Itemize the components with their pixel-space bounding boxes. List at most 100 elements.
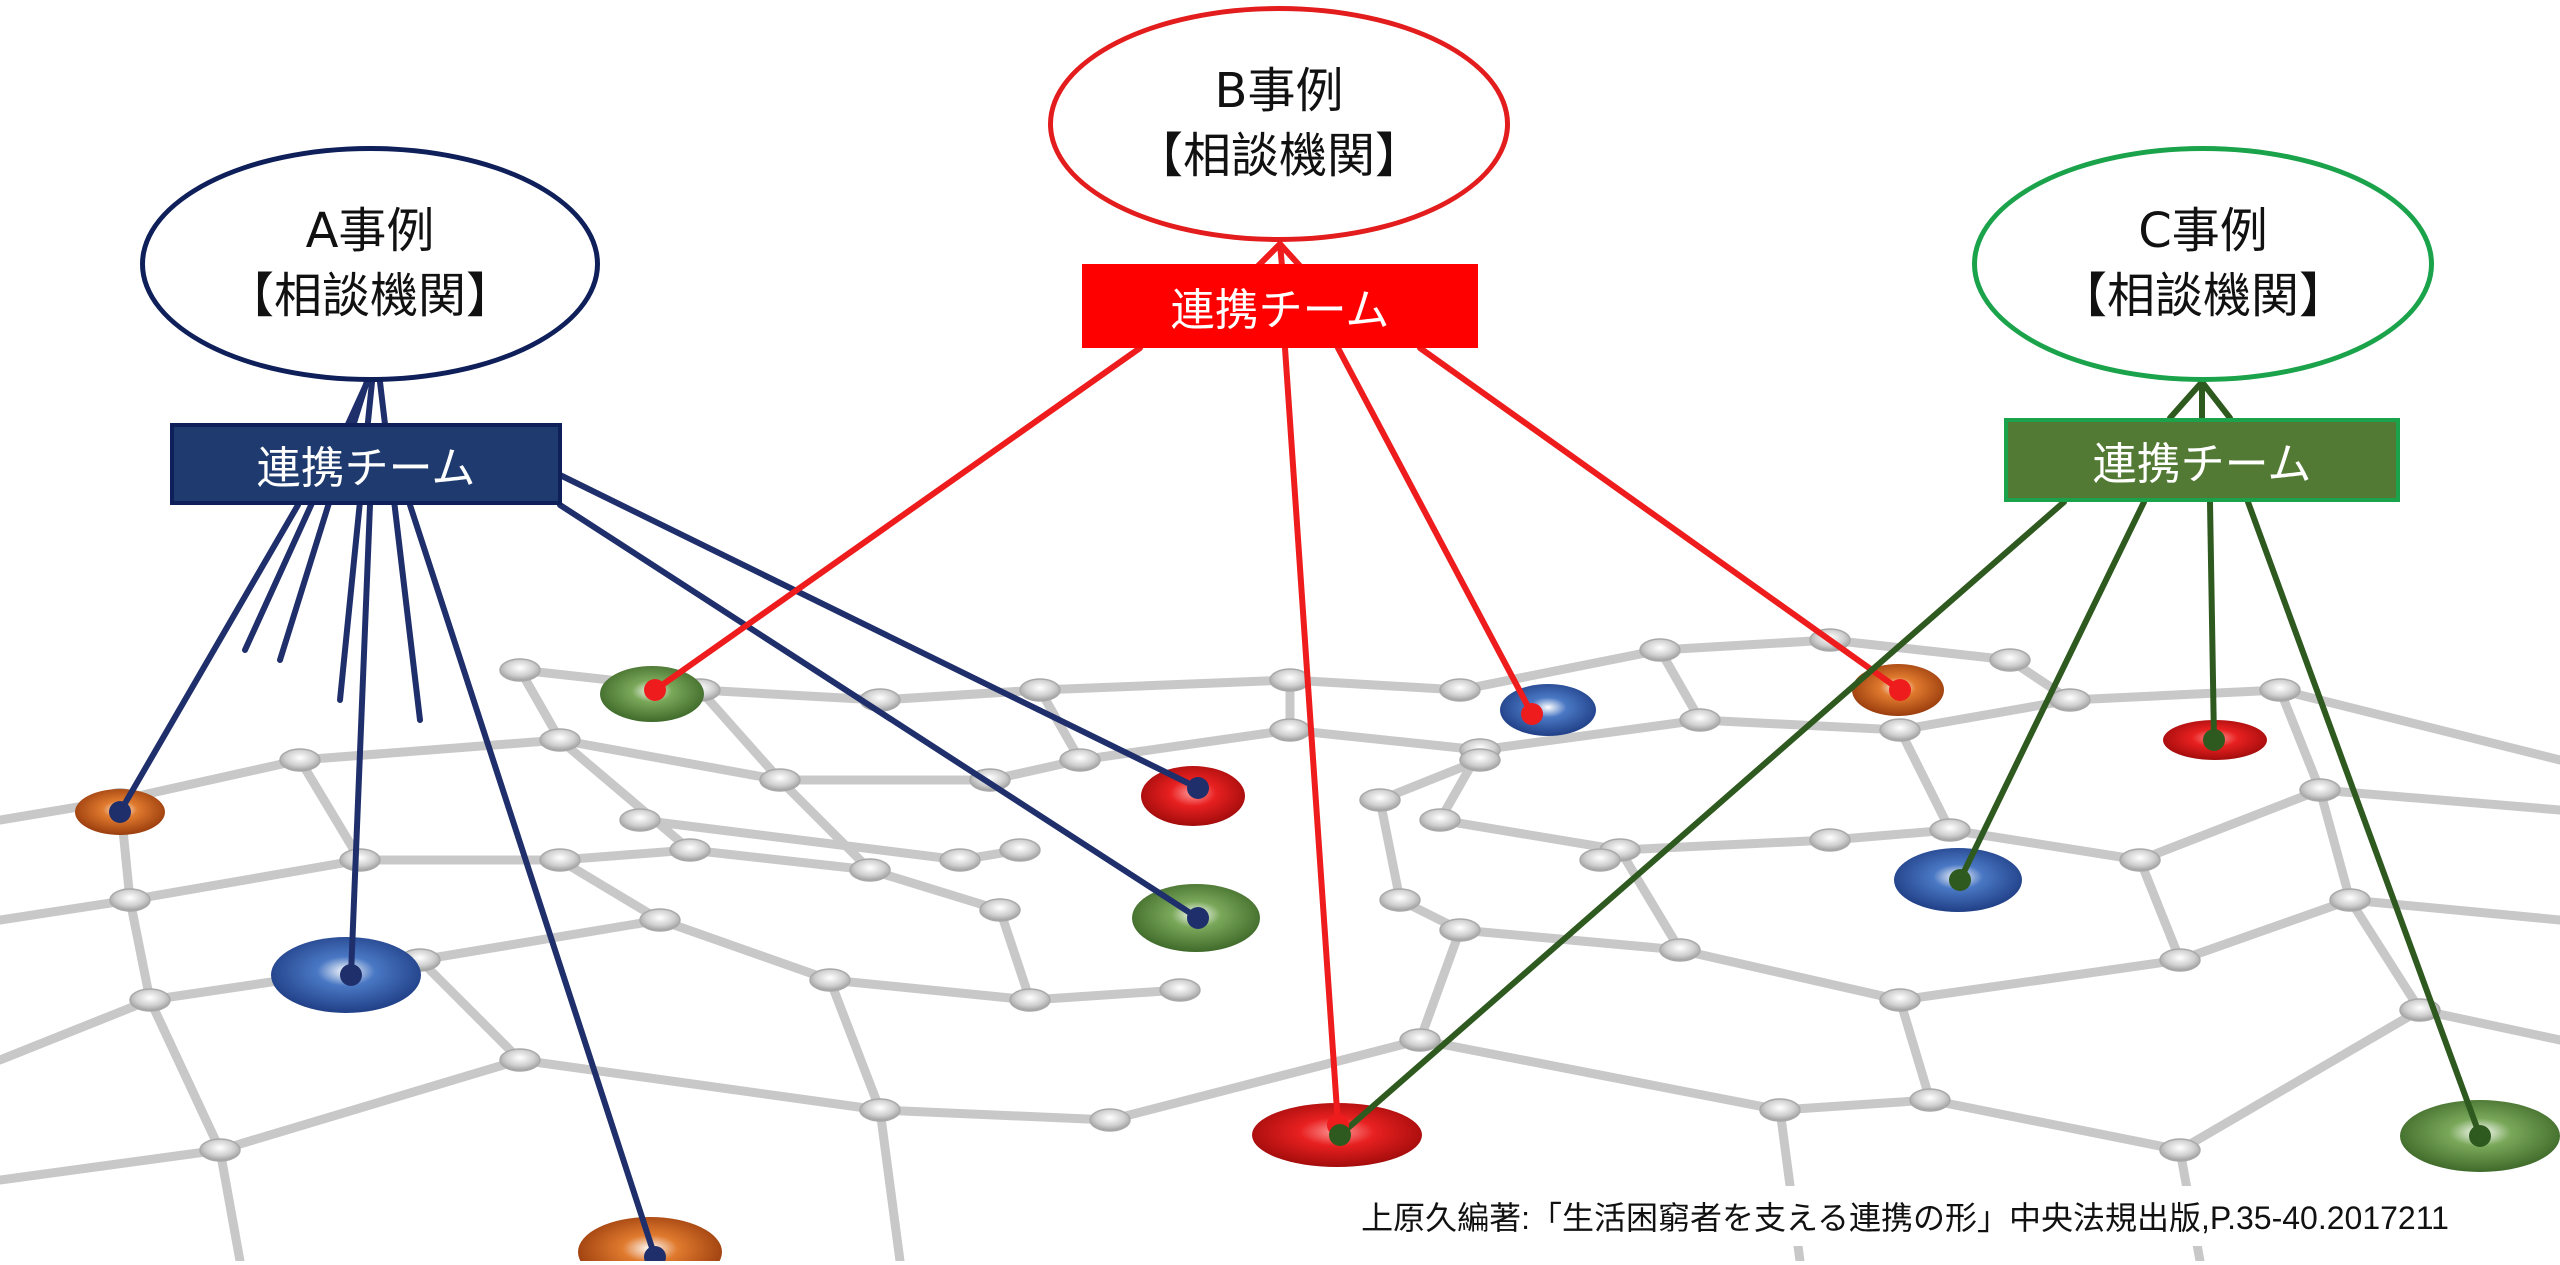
lattice-joint [1989, 648, 2031, 672]
link-endpoint-dot [1889, 679, 1911, 701]
lattice-bond [1075, 725, 1295, 765]
lattice-joint [639, 908, 681, 932]
lattice-joint [759, 768, 801, 792]
link-endpoint-dot [1329, 1124, 1351, 1146]
lattice-bond [865, 865, 1005, 915]
lattice-joint [539, 728, 581, 752]
lattice-bond [1825, 635, 2015, 665]
lattice-bond [1775, 1095, 1935, 1115]
lattice-bond [2345, 895, 2425, 1015]
lattice-bond [1285, 675, 1465, 695]
lattice-bond [1895, 995, 1935, 1105]
lattice-bond [875, 1105, 905, 1265]
link-endpoint-dot [109, 801, 131, 823]
lattice-joint [619, 808, 661, 832]
lattice-joint [2299, 778, 2341, 802]
lattice-bond [655, 915, 835, 985]
lattice-bond [555, 855, 665, 925]
lattice-joint [2159, 948, 2201, 972]
lattice-bond [1435, 815, 1625, 855]
lattice-joint [2159, 1138, 2201, 1162]
lattice-joint [2049, 688, 2091, 712]
lattice-joint [1269, 718, 1311, 742]
case-c-ellipse: C事例 【相談機関】 [1972, 146, 2434, 382]
background-molecule-lattice [0, 635, 2560, 1265]
lattice-bond [2065, 685, 2285, 705]
lattice-bond [2175, 1005, 2425, 1155]
case-a-subtitle: 【相談機関】 [225, 268, 514, 324]
citation-text: 上原久編著:「生活困窮者を支える連携の形」中央法規出版,P.35-40.2017… [1250, 1186, 2560, 1246]
team-link-line [557, 502, 1201, 921]
lattice-joint [1439, 918, 1481, 942]
lattice-bond [415, 915, 665, 965]
lattice-joint [1359, 788, 1401, 812]
lattice-bond [555, 735, 785, 785]
lattice-bond [2275, 685, 2560, 765]
lattice-bond [555, 845, 695, 865]
lattice-joint [1879, 718, 1921, 742]
lattice-bond [0, 895, 135, 925]
link-endpoint-dot [340, 964, 362, 986]
lattice-bond [1415, 1035, 1785, 1115]
team-link-line [1335, 345, 1535, 717]
lattice-bond [115, 755, 305, 805]
lattice-bond [2135, 855, 2185, 965]
team-link-line [1255, 241, 1283, 269]
lattice-joint [499, 658, 541, 682]
case-b-title: B事例 [1214, 63, 1344, 120]
lattice-bond [295, 755, 365, 865]
team-link-line [1337, 499, 2067, 1138]
lattice-bond [0, 995, 155, 1065]
lattice-bond [1655, 645, 1705, 725]
team-link-line [1957, 499, 2147, 883]
lattice-bond [125, 895, 155, 1005]
case-a-title: A事例 [305, 203, 435, 260]
lattice-joint [939, 848, 981, 872]
lattice-joint [1019, 678, 1061, 702]
lattice-joint [2329, 888, 2371, 912]
lattice-bond [415, 955, 525, 1065]
lattice-bond [215, 1055, 525, 1155]
case-b-ellipse: B事例 【相談機関】 [1048, 6, 1510, 242]
lattice-bond [1675, 945, 1905, 1005]
lattice-joint [129, 988, 171, 1012]
lattice-bond [775, 775, 875, 875]
lattice-joint [1909, 1088, 1951, 1112]
lattice-bond [695, 685, 885, 705]
member-nodes [109, 241, 2491, 1265]
lattice-joint [1379, 888, 1421, 912]
team-link-line [1282, 345, 1341, 1128]
node-blue [1500, 684, 1596, 736]
lattice-bond [875, 1105, 1115, 1125]
team-b-box: 連携チーム [1082, 264, 1478, 348]
lattice-bond [1025, 985, 1185, 1005]
lattice-bond [2315, 785, 2560, 815]
lattice-joint [979, 898, 1021, 922]
lattice-bond [1895, 695, 2075, 735]
team-c-box: 連携チーム [2004, 418, 2400, 502]
lattice-joint [499, 1048, 541, 1072]
team-link-line [2207, 499, 2217, 743]
lattice-joint [1579, 848, 1621, 872]
lattice-joint [279, 748, 321, 772]
lattice-joint [1929, 818, 1971, 842]
lattice-bond [1105, 1035, 1425, 1125]
lattice-joint [1419, 808, 1461, 832]
link-endpoint-dot [1187, 777, 1209, 799]
lattice-bond [695, 685, 785, 785]
lattice-bond [1285, 725, 1485, 755]
lattice-bond [2175, 895, 2355, 965]
lattice-bond [2415, 1005, 2560, 1045]
lattice-bond [1895, 725, 1955, 835]
lattice-bond [825, 975, 885, 1115]
link-endpoint-dot [1187, 907, 1209, 929]
team-link-line [348, 502, 373, 978]
lattice-joint [1089, 1108, 1131, 1132]
link-endpoint-dot [644, 679, 666, 701]
link-endpoint-dot [644, 1246, 666, 1265]
lattice-bond [1035, 685, 1085, 765]
lattice-bond [875, 685, 1045, 705]
lattice-bond [2315, 785, 2355, 905]
lattice-bond [1615, 835, 1835, 855]
